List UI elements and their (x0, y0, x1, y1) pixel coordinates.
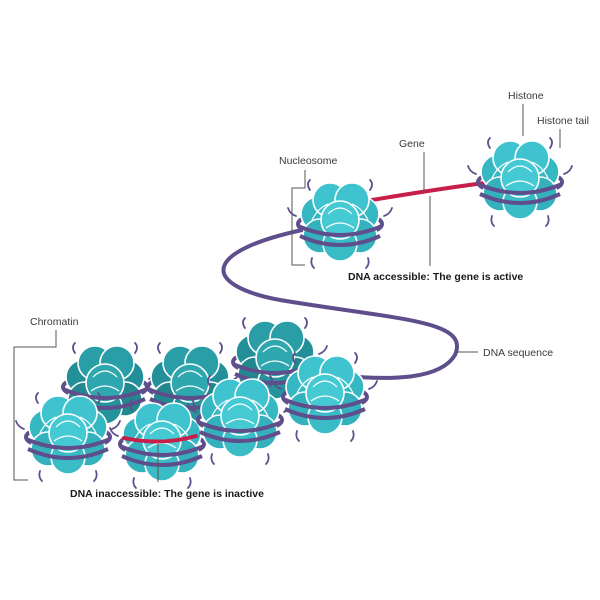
inactive-gene-segment (122, 434, 198, 444)
label-histone: Histone (508, 90, 544, 102)
gene-segment (370, 180, 494, 202)
label-chromatin: Chromatin (30, 316, 79, 328)
label-dna-sequence: DNA sequence (483, 347, 553, 359)
nucleosome-histone (466, 136, 574, 228)
label-dna-accessible: DNA accessible: The gene is active (348, 271, 523, 283)
nucleosome-active (286, 178, 394, 270)
label-dna-inaccessible: DNA inaccessible: The gene is inactive (70, 488, 264, 500)
dna-strand (221, 226, 459, 380)
label-nucleosome: Nucleosome (279, 155, 338, 167)
leader-lines (13, 104, 561, 482)
label-gene: Gene (399, 138, 425, 150)
label-histone-tail: Histone tail (537, 115, 589, 127)
